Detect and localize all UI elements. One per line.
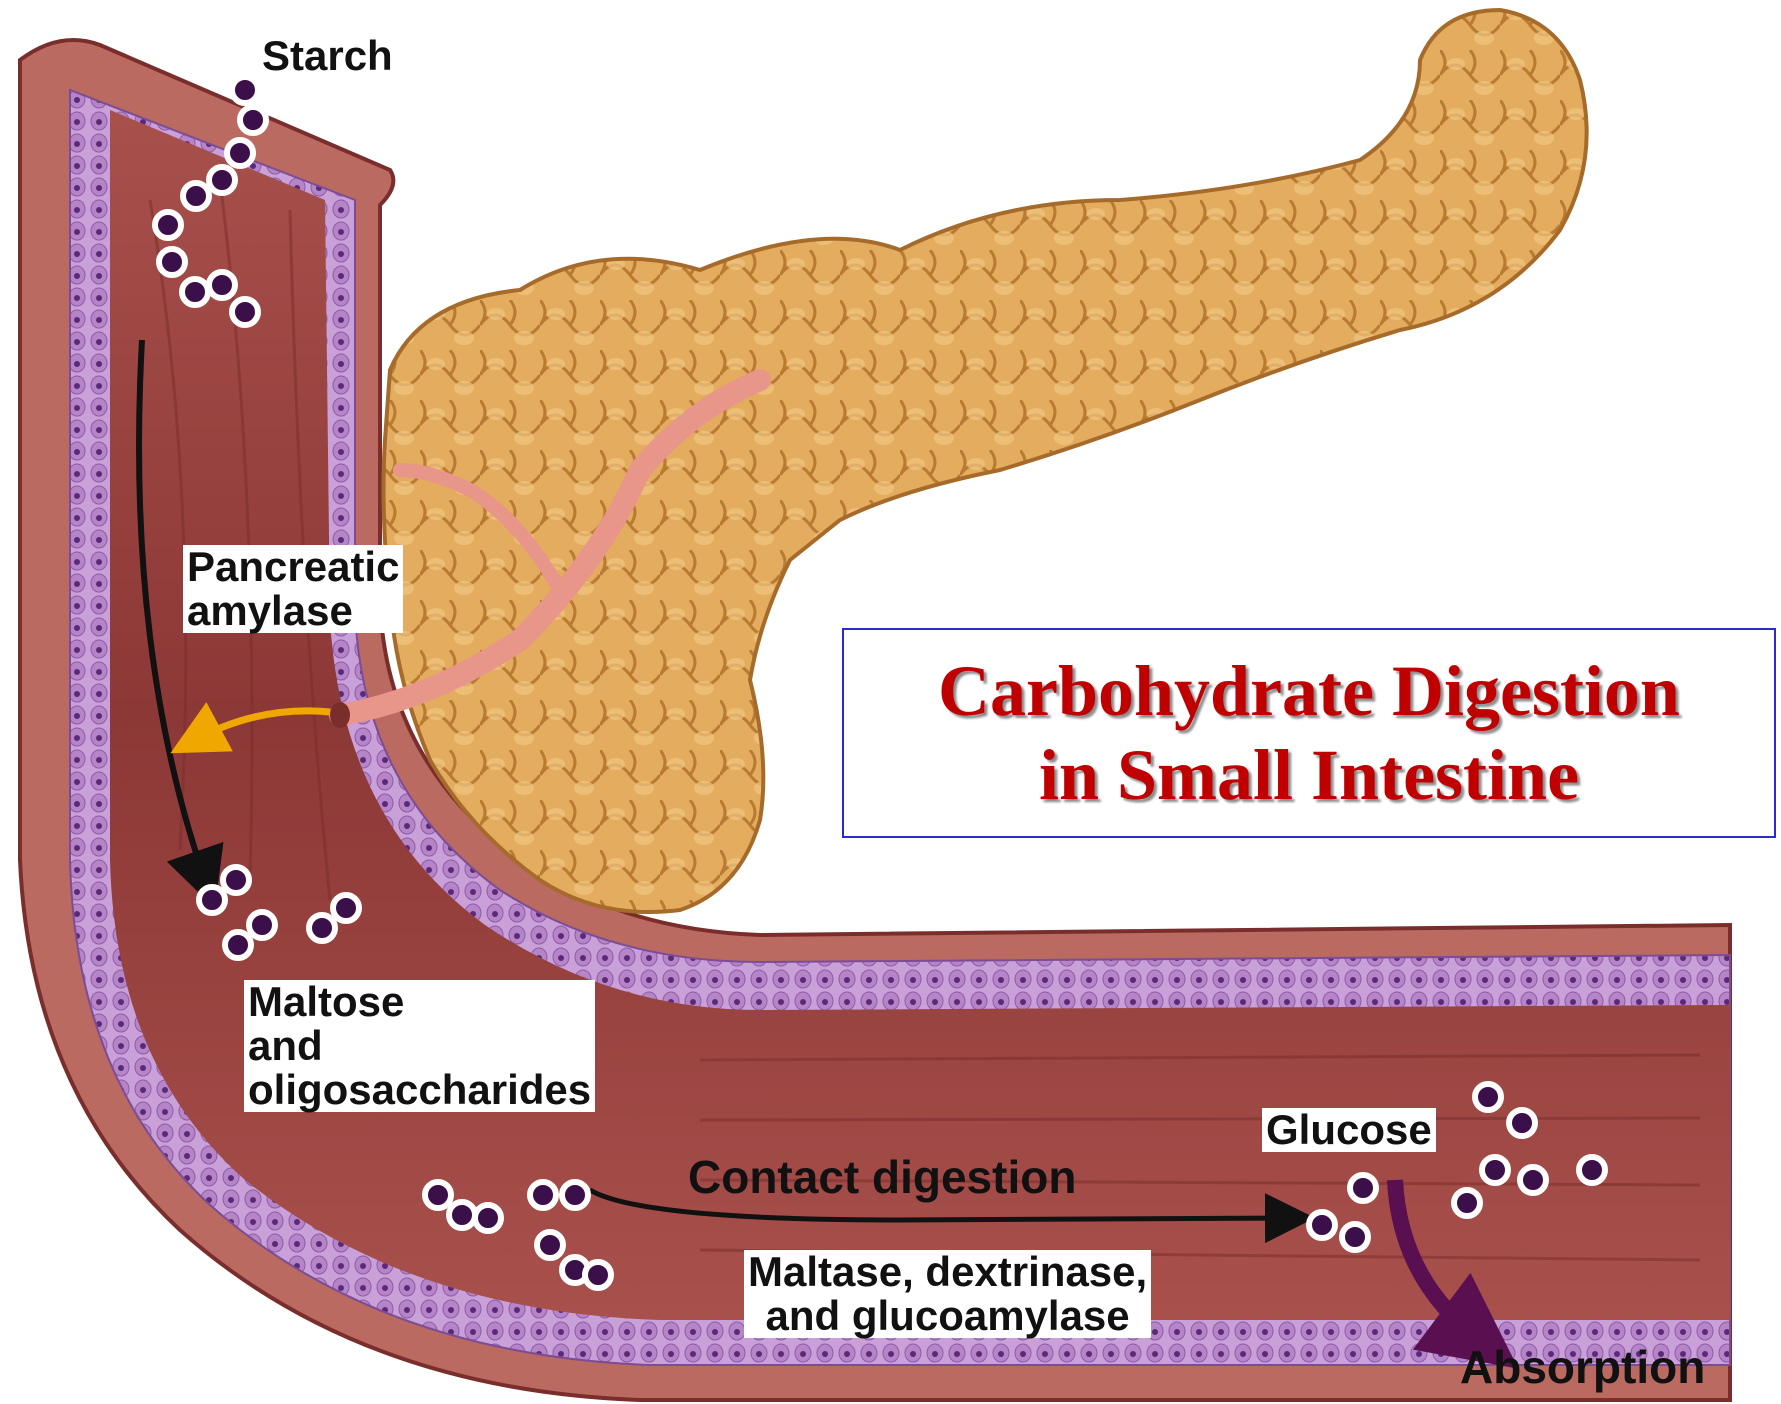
- enzymes-line1: Maltase, dextrinase,: [748, 1250, 1147, 1294]
- pancreatic-amylase-line2: amylase: [187, 589, 399, 633]
- contact-digestion-label: Contact digestion: [684, 1155, 1080, 1199]
- maltose-line1: Maltose: [248, 980, 591, 1024]
- enzymes-label: Maltase, dextrinase, and glucoamylase: [744, 1250, 1151, 1338]
- absorption-label: Absorption: [1456, 1345, 1709, 1389]
- pancreatic-amylase-label: Pancreatic amylase: [183, 545, 403, 633]
- enzymes-line2: and glucoamylase: [748, 1294, 1147, 1338]
- pancreatic-amylase-line1: Pancreatic: [187, 545, 399, 589]
- maltose-line3: oligosaccharides: [248, 1068, 591, 1112]
- title-box: Carbohydrate Digestion in Small Intestin…: [842, 628, 1776, 838]
- maltose-line2: and: [248, 1024, 591, 1068]
- maltose-label: Maltose and oligosaccharides: [244, 980, 595, 1112]
- title-line2: in Small Intestine: [1039, 733, 1579, 817]
- glucose-label: Glucose: [1262, 1108, 1436, 1152]
- starch-label: Starch: [258, 34, 397, 78]
- title-line1: Carbohydrate Digestion: [938, 649, 1680, 733]
